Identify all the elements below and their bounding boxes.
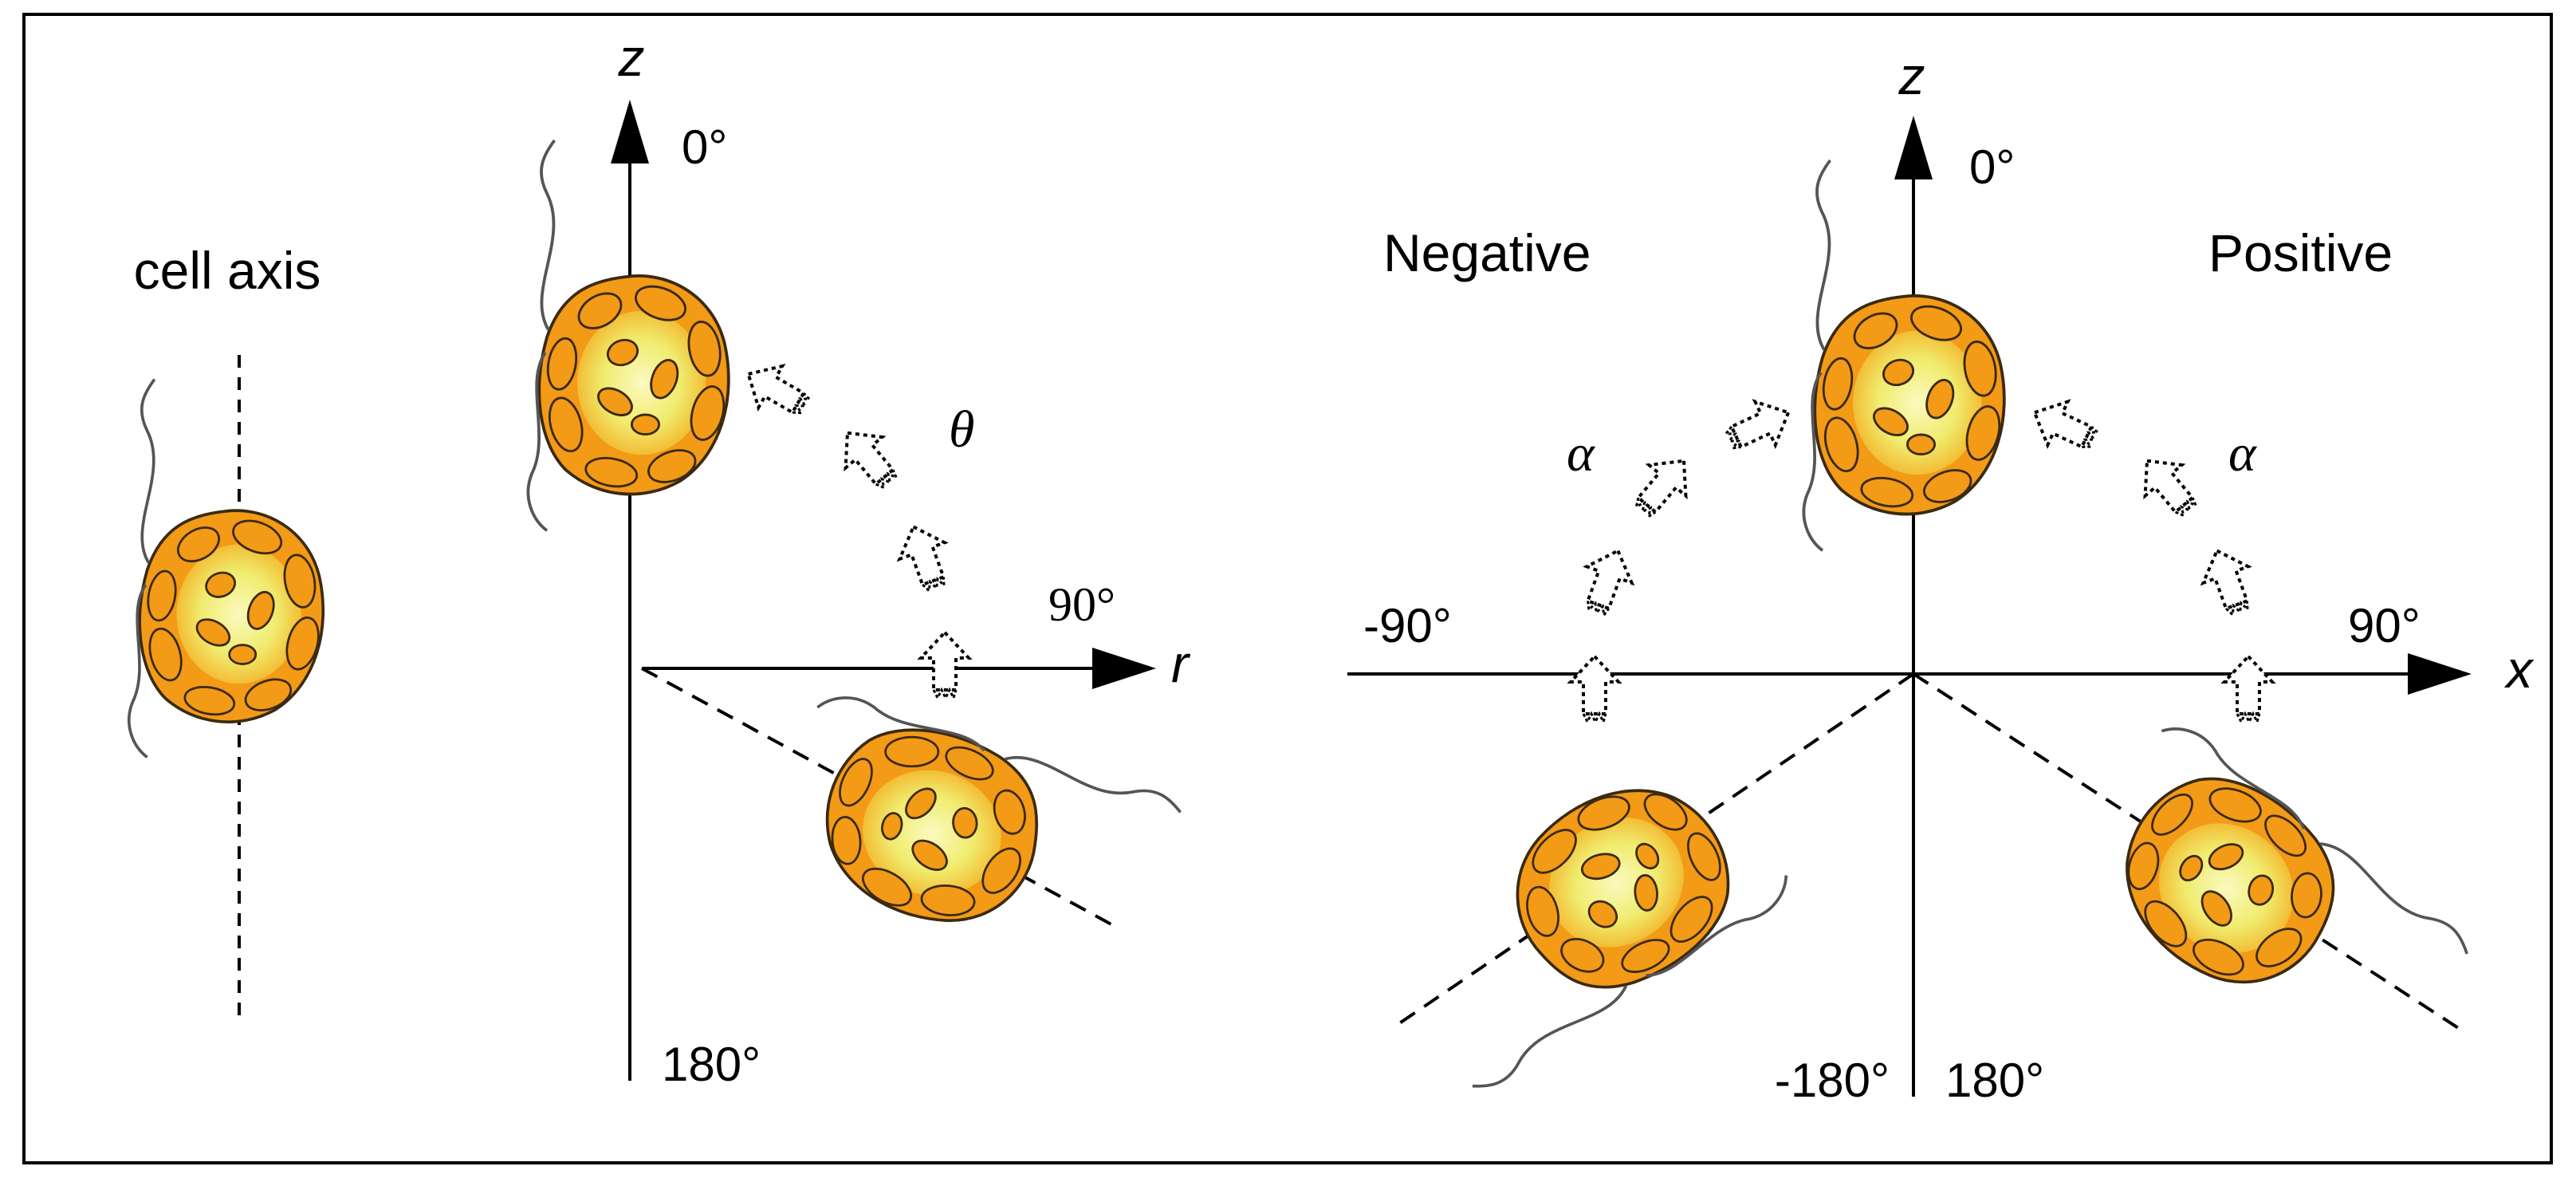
angle-minus-180: -180°	[1775, 1054, 1890, 1107]
cell-upright	[127, 377, 325, 759]
r-axis-arrowhead	[1092, 648, 1156, 689]
angle-180-right: 180°	[1945, 1054, 2044, 1107]
dotted-arrow-icon	[2193, 541, 2263, 622]
angle-180-middle: 180°	[662, 1038, 761, 1091]
theta-rotation-arrows	[734, 352, 970, 699]
z-axis-right-arrowhead	[1894, 116, 1933, 179]
cell-middle-tilted	[770, 688, 1189, 978]
dotted-arrow-icon	[1717, 389, 1800, 464]
dotted-arrow-icon	[1569, 655, 1620, 723]
z-axis-middle-label: z	[618, 28, 645, 87]
dotted-arrow-icon	[889, 517, 960, 598]
z-axis-right-label: z	[1898, 46, 1925, 105]
dotted-arrow-icon	[734, 352, 819, 429]
dotted-arrow-icon	[1571, 541, 1642, 622]
figure-frame	[22, 13, 2553, 1164]
dotted-arrow-icon	[2223, 655, 2274, 723]
theta-symbol: θ	[949, 400, 974, 459]
angle-90-right: 90°	[2348, 599, 2421, 652]
dotted-arrow-icon	[2127, 443, 2209, 528]
theta-panel: z r 0° 90° 180° θ	[526, 28, 1191, 1091]
cell-axis-label: cell axis	[134, 241, 321, 300]
x-axis-label: x	[2504, 640, 2535, 699]
r-axis-label: r	[1171, 634, 1191, 693]
cell-axis-panel: cell axis	[127, 241, 325, 1025]
dotted-arrow-icon	[919, 631, 970, 699]
x-axis-arrowhead	[2408, 653, 2472, 695]
positive-label: Positive	[2208, 223, 2393, 282]
z-axis-middle-arrowhead	[611, 100, 649, 164]
alpha-rotation-arrows-negative	[1569, 389, 1800, 723]
cell-right-tilted-positive	[2059, 715, 2484, 1094]
dotted-arrow-icon	[2023, 389, 2106, 464]
negative-label: Negative	[1383, 223, 1591, 282]
alpha-dashed-line-left	[1390, 672, 1915, 1030]
cell-right-tilted-negative	[1374, 729, 1799, 1109]
alpha-panel: z x 0° -90° 90° -180° 180° Negative Posi…	[1347, 46, 2535, 1109]
angle-minus-90: -90°	[1363, 599, 1452, 652]
alpha-symbol-right: α	[2228, 424, 2257, 483]
dotted-arrow-icon	[828, 416, 910, 500]
dotted-arrow-icon	[1622, 443, 1704, 528]
alpha-symbol-left: α	[1567, 424, 1595, 483]
angle-0-middle: 0°	[682, 120, 727, 174]
cell-right-upright	[1802, 159, 2007, 553]
angle-90-middle: 90°	[1048, 578, 1115, 631]
angle-0-right: 0°	[1969, 140, 2015, 194]
